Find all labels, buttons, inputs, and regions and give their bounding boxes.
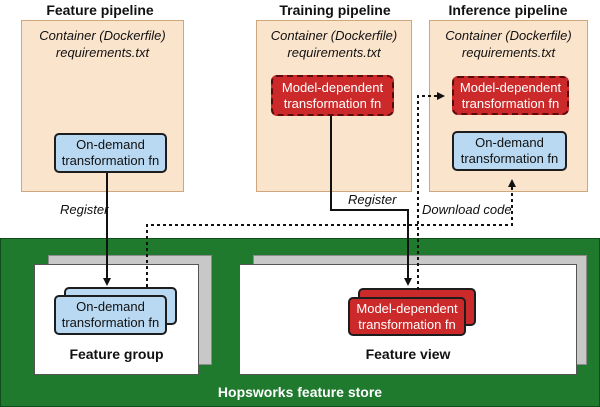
- inference-pipeline-title: Inference pipeline: [448, 2, 568, 18]
- download-code-label: Download code: [422, 202, 512, 217]
- feature-pipeline-title: Feature pipeline: [46, 2, 154, 18]
- container-label-line1: Container (Dockerfile): [270, 28, 398, 43]
- model-dependent-fn-inference-pipeline: Model-dependent transformation fn: [452, 76, 569, 115]
- container-label-line1: Container (Dockerfile): [39, 28, 166, 43]
- fn-label-line2: transformation fn: [461, 95, 560, 111]
- fn-label-line1: Model-dependent: [459, 79, 562, 95]
- on-demand-fn-inference-pipeline: On-demand transformation fn: [452, 131, 567, 171]
- fn-label-line2: transformation fn: [61, 153, 160, 168]
- on-demand-fn-feature-group: On-demand transformation fn: [54, 295, 167, 335]
- model-dependent-fn-feature-view: Model-dependent transformation fn: [348, 297, 466, 336]
- training-pipeline-title: Training pipeline: [279, 2, 391, 18]
- register-label-left: Register: [60, 202, 109, 217]
- fn-label-line2: transformation fn: [460, 151, 559, 166]
- hopsworks-feature-store-label: Hopsworks feature store: [217, 384, 383, 400]
- fn-label-line1: Model-dependent: [281, 79, 384, 95]
- fn-label-line1: On-demand: [76, 299, 145, 314]
- model-dependent-fn-training-pipeline: Model-dependent transformation fn: [271, 75, 394, 116]
- feature-view-label: Feature view: [365, 346, 451, 362]
- fn-label-line1: On-demand: [475, 135, 544, 150]
- fn-label-line2: transformation fn: [283, 95, 382, 111]
- fn-label-line2: transformation fn: [358, 316, 456, 332]
- fn-label-line2: transformation fn: [61, 315, 160, 330]
- on-demand-fn-feature-pipeline: On-demand transformation fn: [54, 133, 167, 173]
- register-label-right: Register: [348, 192, 397, 207]
- container-label-line2: requirements.txt: [461, 45, 556, 60]
- container-label-line2: requirements.txt: [55, 45, 150, 60]
- fn-label-line1: Model-dependent: [356, 300, 458, 316]
- container-label-line1: Container (Dockerfile): [445, 28, 572, 43]
- container-label-line2: requirements.txt: [287, 45, 381, 60]
- feature-group-label: Feature group: [69, 346, 164, 362]
- fn-label-line1: On-demand: [76, 137, 145, 152]
